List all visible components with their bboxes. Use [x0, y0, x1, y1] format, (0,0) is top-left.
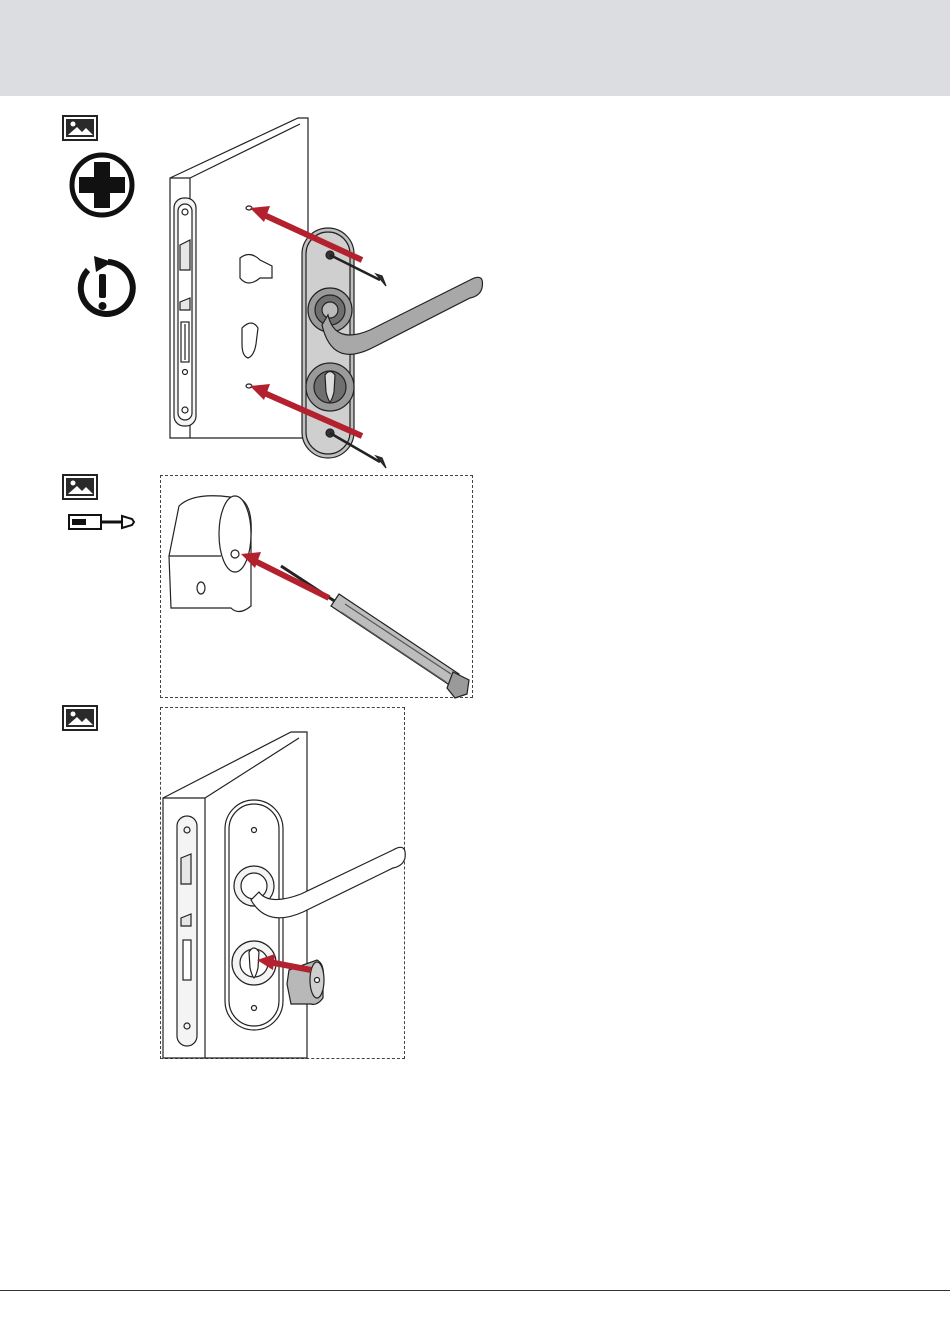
phillips-screwdriver-icon — [68, 152, 136, 218]
tighten-caution-icon — [68, 254, 138, 322]
step-2-image-icon — [62, 474, 98, 500]
step-1-image-icon — [62, 115, 98, 141]
mount-handle-plate-illustration — [150, 110, 495, 470]
insert-cylinder-into-lock-illustration — [160, 707, 405, 1059]
screwdriver-icon — [68, 511, 136, 533]
footer-rule — [0, 1290, 950, 1291]
insert-screw-into-cylinder-illustration — [160, 475, 473, 698]
page-header-band — [0, 0, 950, 96]
step-3-image-icon — [62, 705, 98, 731]
